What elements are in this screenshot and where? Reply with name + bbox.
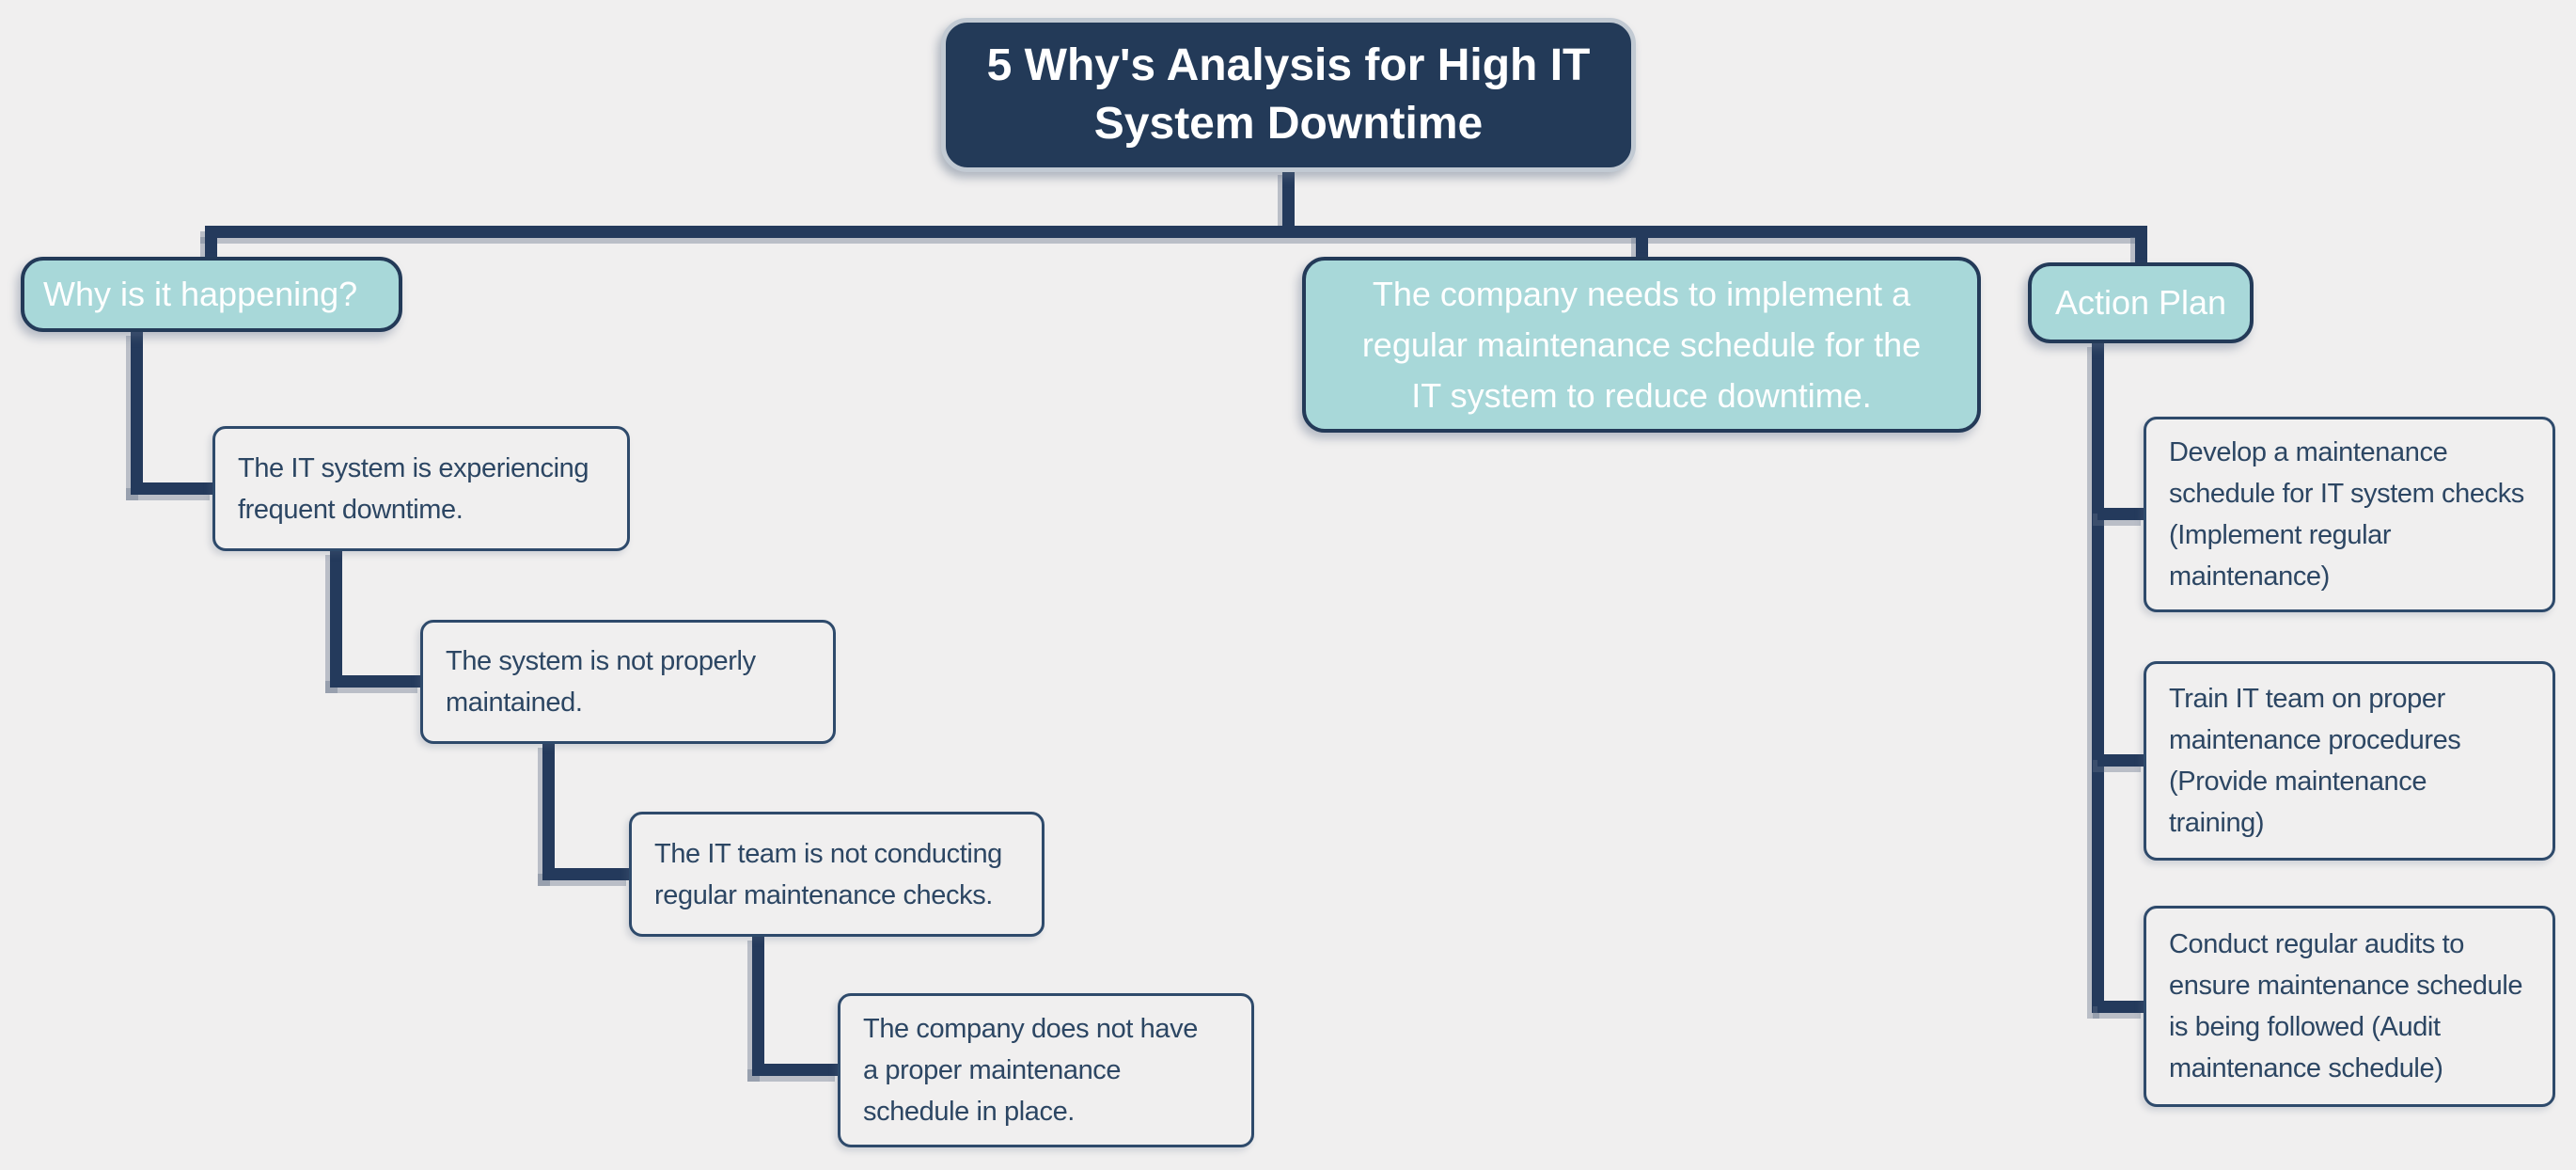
connector-branch-bar <box>205 226 2147 238</box>
why-node-2[interactable]: The system is not properly maintained. <box>420 620 836 744</box>
question-node[interactable]: Why is it happening? <box>21 257 402 332</box>
connector-why2-vertical <box>330 549 342 688</box>
connector-why2-stub <box>330 675 422 688</box>
connector-drop-question <box>205 231 217 259</box>
connector-title-drop <box>1282 169 1295 228</box>
action-plan-node[interactable]: Action Plan <box>2028 262 2254 343</box>
action-item-node-1[interactable]: Develop a maintenance schedule for IT sy… <box>2144 417 2555 612</box>
connector-why1-stub <box>131 482 214 495</box>
connector-why3-vertical <box>542 742 555 880</box>
connector-why1-vertical <box>131 330 143 495</box>
why-node-1[interactable]: The IT system is experiencing frequent d… <box>212 426 630 551</box>
connector-drop-action <box>2135 231 2147 264</box>
connector-drop-conclusion <box>1636 231 1648 259</box>
conclusion-node[interactable]: The company needs to implement a regular… <box>1302 257 1981 433</box>
action-item-node-2[interactable]: Train IT team on proper maintenance proc… <box>2144 661 2555 861</box>
connector-action3-stub <box>2097 1001 2145 1013</box>
why-node-4[interactable]: The company does not have a proper maint… <box>838 993 1254 1147</box>
connector-action1-stub <box>2097 508 2145 520</box>
connector-why4-vertical <box>752 935 764 1076</box>
connector-why4-stub <box>752 1064 840 1076</box>
connector-action-spine <box>2092 341 2104 1013</box>
action-item-node-3[interactable]: Conduct regular audits to ensure mainten… <box>2144 906 2555 1107</box>
connector-action2-stub <box>2097 754 2145 767</box>
root-title-node[interactable]: 5 Why's Analysis for High IT System Down… <box>941 18 1636 172</box>
why-node-3[interactable]: The IT team is not conducting regular ma… <box>629 812 1045 937</box>
connector-why3-stub <box>542 868 631 880</box>
